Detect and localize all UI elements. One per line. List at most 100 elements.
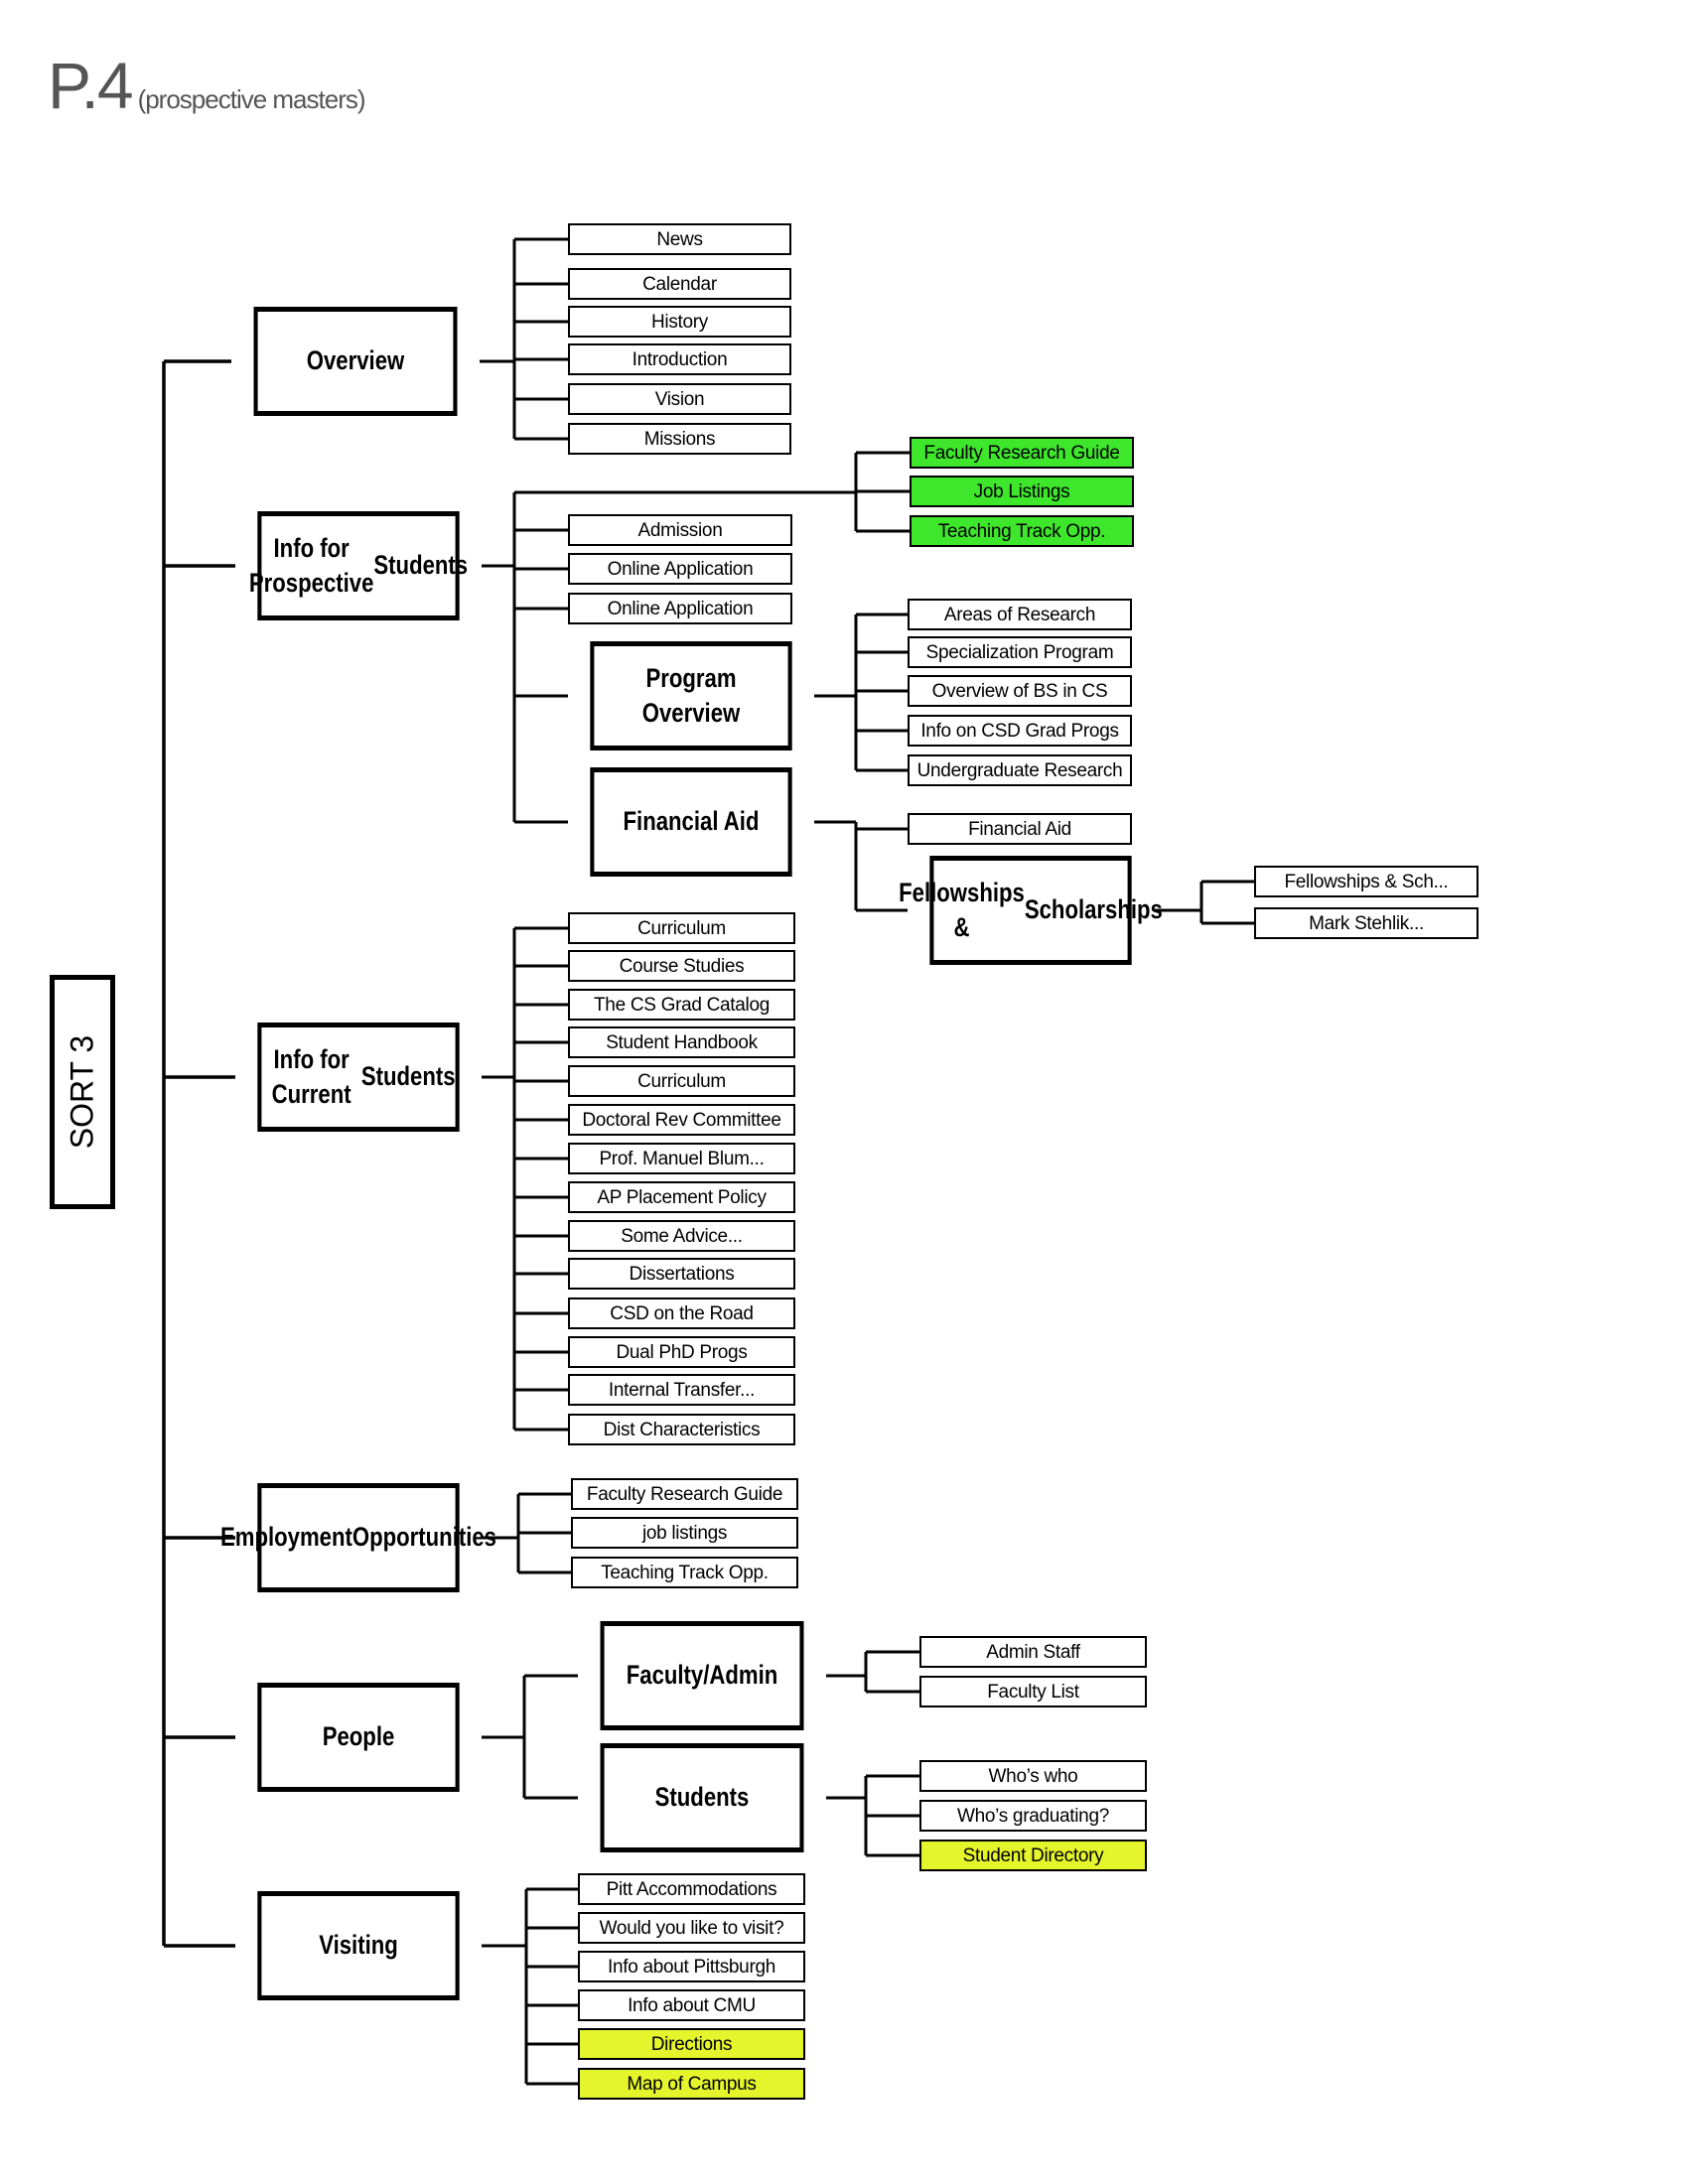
page-box-c-some-advice: Some Advice... <box>568 1220 795 1252</box>
node-label: Internal Transfer... <box>608 1379 756 1401</box>
section-box-overview: Overview <box>253 307 458 416</box>
node-label: Overview <box>306 345 405 376</box>
page-box-c-dissertations: Dissertations <box>568 1258 795 1290</box>
section-label-line: Scholarships <box>1024 894 1163 925</box>
section-box-people: People <box>257 1683 460 1792</box>
node-label: Pitt Accommodations <box>606 1878 777 1900</box>
node-label: Who’s graduating? <box>957 1805 1109 1827</box>
node-label: Specialization Program <box>925 641 1114 663</box>
page-box-overview-bs-cs: Overview of BS in CS <box>908 675 1132 707</box>
page-box-whos-graduating: Who’s graduating? <box>919 1800 1147 1832</box>
node-label: Dissertations <box>629 1263 735 1285</box>
section-box-financial-aid-group: Financial Aid <box>590 767 792 877</box>
node-label: Who’s who <box>988 1765 1078 1787</box>
page-box-c-doctoral-rev: Doctoral Rev Committee <box>568 1104 795 1136</box>
node-label: Faculty Research Guide <box>586 1483 783 1505</box>
node-label: Directions <box>650 2033 733 2055</box>
node-label: People <box>322 1721 395 1752</box>
node-label: Undergraduate Research <box>916 759 1123 781</box>
node-label: Overview of BS in CS <box>931 680 1108 702</box>
page-box-c-internal-transfer: Internal Transfer... <box>568 1374 795 1406</box>
node-label: Job Listings <box>973 480 1070 502</box>
node-label: Online Application <box>607 558 754 580</box>
node-label: Dist Characteristics <box>603 1419 761 1440</box>
section-label-line: Students <box>360 1061 456 1092</box>
section-box-fellowships-group: Fellowships &Scholarships <box>899 856 1163 965</box>
page-box-e-faculty-research-guide: Faculty Research Guide <box>571 1478 798 1510</box>
section-label-line: Fellowships & <box>899 877 1025 942</box>
page-box-info-csd-grad: Info on CSD Grad Progs <box>908 715 1132 747</box>
section-box-current: Info for Current Students <box>257 1023 460 1132</box>
page-box-p-job-listings: Job Listings <box>910 476 1134 507</box>
page-box-e-teaching-track: Teaching Track Opp. <box>571 1557 798 1588</box>
node-label: Map of Campus <box>627 2073 757 2095</box>
node-label: News <box>656 228 703 250</box>
page-box-p-faculty-research-guide: Faculty Research Guide <box>910 437 1134 469</box>
node-label: Teaching Track Opp. <box>601 1562 769 1583</box>
page-box-c-ap-placement: AP Placement Policy <box>568 1181 795 1213</box>
node-label: job listings <box>641 1522 728 1544</box>
page-box-directions: Directions <box>578 2028 805 2060</box>
page-box-student-directory: Student Directory <box>919 1840 1147 1871</box>
section-label-line: Employment <box>219 1522 352 1553</box>
page-box-undergrad-research: Undergraduate Research <box>908 754 1132 786</box>
section-label-line: Info for Current <box>271 1043 352 1109</box>
node-label: Info about Pittsburgh <box>607 1956 776 1978</box>
node-label: Info about CMU <box>628 1994 756 2016</box>
page-box-admission: Admission <box>568 514 792 546</box>
page-box-c-grad-catalog: The CS Grad Catalog <box>568 989 795 1021</box>
page-box-admin-staff: Admin Staff <box>919 1636 1147 1668</box>
page-box-online-application-2: Online Application <box>568 593 792 624</box>
page-box-c-curriculum-1: Curriculum <box>568 912 795 944</box>
node-label: Doctoral Rev Committee <box>582 1109 781 1131</box>
node-label: Mark Stehlik... <box>1309 912 1424 934</box>
node-label: Curriculum <box>637 917 726 939</box>
page-box-areas-of-research: Areas of Research <box>908 599 1132 630</box>
node-label: Course Studies <box>619 955 745 977</box>
section-label-line: Info for Prospective <box>248 532 374 598</box>
node-label: Curriculum <box>637 1070 726 1092</box>
node-label: Areas of Research <box>943 604 1096 625</box>
page-box-vision: Vision <box>568 383 791 415</box>
node-label: Prof. Manuel Blum... <box>599 1148 765 1169</box>
page-box-c-course-studies: Course Studies <box>568 950 795 982</box>
page-box-whos-who: Who’s who <box>919 1760 1147 1792</box>
page-box-introduction: Introduction <box>568 343 791 375</box>
page-box-fellowships-leaf: Fellowships & Sch... <box>1254 866 1478 897</box>
page-box-missions: Missions <box>568 423 791 455</box>
page-box-calendar: Calendar <box>568 268 791 300</box>
page-box-map-of-campus: Map of Campus <box>578 2068 805 2100</box>
node-label: Financial Aid <box>968 818 1071 840</box>
node-label: Calendar <box>642 273 717 295</box>
section-box-program-overview: Program Overview <box>590 641 792 751</box>
page-box-c-manuel-blum: Prof. Manuel Blum... <box>568 1143 795 1174</box>
node-label: Students <box>654 1782 750 1813</box>
page-title: P.4(prospective masters) <box>48 48 366 123</box>
page-box-info-cmu: Info about CMU <box>578 1989 805 2021</box>
node-label: Vision <box>654 388 705 410</box>
page-box-would-you-visit: Would you like to visit? <box>578 1912 805 1944</box>
page-box-info-pittsburgh: Info about Pittsburgh <box>578 1951 805 1982</box>
page-box-c-dist-characteristics: Dist Characteristics <box>568 1414 795 1445</box>
section-box-faculty-admin: Faculty/Admin <box>600 1621 804 1730</box>
page-box-financial-aid-leaf: Financial Aid <box>908 813 1132 845</box>
node-label: Faculty Research Guide <box>923 442 1120 464</box>
node-label: The CS Grad Catalog <box>594 994 770 1016</box>
node-label: Visiting <box>319 1930 398 1961</box>
page-title-main: P.4 <box>48 49 134 122</box>
page-box-c-student-handbook: Student Handbook <box>568 1026 795 1058</box>
node-label: Program Overview <box>641 662 741 728</box>
section-box-visiting: Visiting <box>257 1891 460 2000</box>
node-label: Student Handbook <box>606 1031 758 1053</box>
node-label: Missions <box>643 428 716 450</box>
node-label: Faculty List <box>987 1681 1079 1703</box>
sort-label-box: SORT 3 <box>50 975 115 1209</box>
page-box-mark-stehlik: Mark Stehlik... <box>1254 907 1478 939</box>
node-label: Some Advice... <box>621 1225 743 1247</box>
page-box-faculty-list: Faculty List <box>919 1676 1147 1707</box>
page-box-e-job-listings: job listings <box>571 1517 798 1549</box>
node-label: CSD on the Road <box>610 1302 754 1324</box>
section-label-line: Students <box>373 550 469 581</box>
